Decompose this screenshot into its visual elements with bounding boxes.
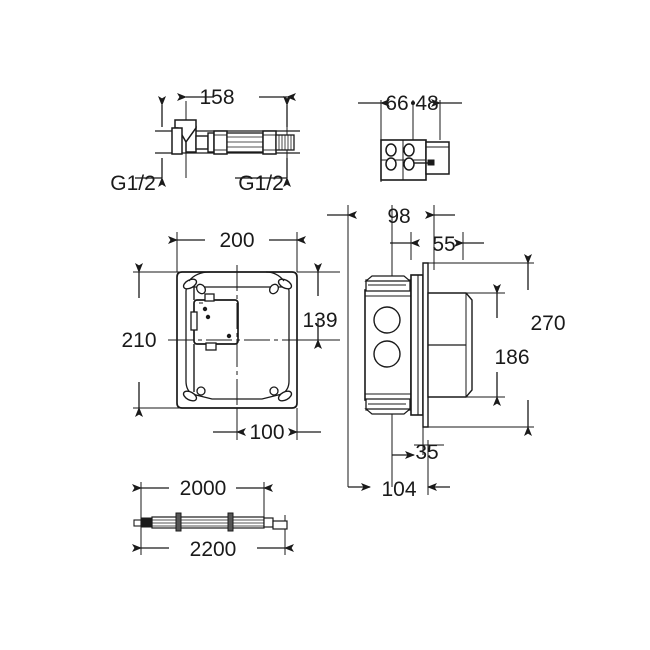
front-view	[133, 232, 340, 440]
dimension-104: 104	[381, 478, 416, 501]
dimension-98: 98	[387, 205, 410, 228]
dimension-55: 55	[432, 233, 455, 256]
dimension-139: 139	[302, 309, 337, 332]
dimension-66: 66	[385, 92, 408, 115]
dimension-270: 270	[530, 312, 565, 335]
thread-label-g12-left: G1/2	[110, 172, 156, 195]
side-view	[327, 205, 534, 495]
dimension-210: 210	[121, 329, 156, 352]
dimension-2200: 2200	[190, 538, 237, 561]
dimension-200: 200	[219, 229, 254, 252]
dimension-48: 48	[415, 92, 438, 115]
dimension-2000: 2000	[180, 477, 227, 500]
detail-top-right-view	[358, 99, 462, 182]
dimension-186: 186	[494, 346, 529, 369]
hose-bottom-view	[132, 482, 294, 555]
hose-assembly-top-view	[135, 93, 300, 187]
thread-label-g12-right: G1/2	[238, 172, 284, 195]
dimension-100: 100	[249, 421, 284, 444]
dimension-35: 35	[415, 441, 438, 464]
dimension-158: 158	[199, 86, 234, 109]
